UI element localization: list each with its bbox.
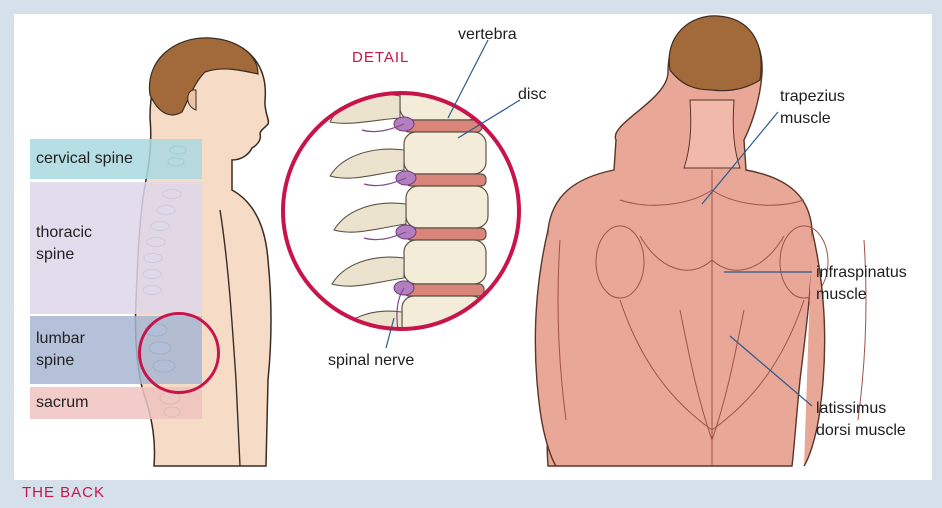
trapezius-label: trapezius muscle [780,86,845,130]
thoracic-spine-label: thoracic spine [36,222,92,266]
sacrum-label: sacrum [36,392,88,414]
cervical-spine-label: cervical spine [36,148,133,170]
disc-label: disc [518,84,546,106]
vertebra-label: vertebra [458,24,517,46]
spine-detail-illustration [283,70,519,340]
lumbar-spine-label: lumbar spine [36,328,85,372]
spinal-nerve-label: spinal nerve [328,350,414,372]
infraspinatus-label: infraspinatus muscle [816,262,907,306]
figure-title: THE BACK [22,484,105,501]
detail-title: DETAIL [352,49,409,66]
lumbar-highlight-circle [138,312,220,394]
latissimus-label: latissimus dorsi muscle [816,398,906,442]
